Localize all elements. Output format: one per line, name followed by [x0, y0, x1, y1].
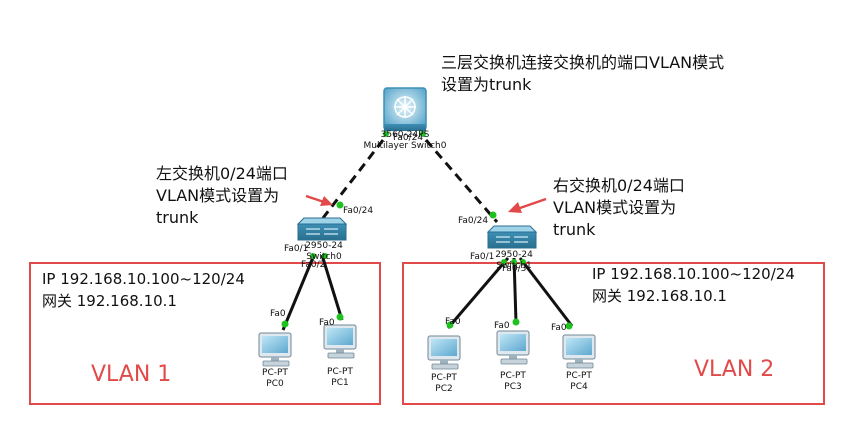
link-pc1[interactable] — [320, 254, 344, 321]
pc1-name: PC1 — [331, 378, 349, 388]
right-switch-model: 2950-24 — [495, 250, 533, 260]
pc0-name: PC0 — [266, 379, 284, 389]
port-pc3-fa0: Fa0 — [494, 321, 510, 331]
pc1-label: PC-PT PC1 — [315, 367, 365, 389]
annotation-right-line-1: 右交换机0/24端口 — [553, 176, 685, 195]
port-right-up: Fa0/24 — [458, 216, 489, 226]
right-switch-icon[interactable] — [486, 225, 538, 249]
pc0-icon[interactable] — [258, 332, 292, 367]
vlan1-gateway: 网关 192.168.10.1 — [42, 292, 177, 310]
left-switch-name: Switch0 — [306, 252, 342, 262]
multilayer-switch-name: Multilayer Switch0 — [363, 141, 447, 151]
vlan2-ip: IP 192.168.10.100~120/24 — [592, 265, 795, 283]
annotation-left-line-1: 左交换机0/24端口 — [156, 164, 288, 183]
vlan1-ip: IP 192.168.10.100~120/24 — [42, 270, 245, 288]
port-left-sw-fa0-2: Fa0/2 — [301, 260, 326, 270]
pc4-type: PC-PT — [566, 371, 592, 381]
pc4-name: PC4 — [570, 382, 588, 392]
link-pc4[interactable] — [518, 257, 574, 327]
port-right-sw-fa0-1: Fa0/1 — [470, 252, 495, 262]
pc3-icon[interactable] — [496, 330, 530, 365]
vlan1-addressing: IP 192.168.10.100~120/24 网关 192.168.10.1 — [42, 268, 245, 312]
pc2-type: PC-PT — [431, 373, 457, 383]
pc2-label: PC-PT PC2 — [419, 373, 469, 395]
pc1-icon[interactable] — [323, 324, 357, 359]
left-switch-model: 2950-24 — [305, 241, 343, 251]
link-pc0[interactable] — [281, 254, 316, 331]
annotation-core-line-2: 设置为trunk — [441, 75, 532, 94]
right-switch-label: 2950-24 Switch1 — [474, 250, 554, 272]
pc4-icon[interactable] — [562, 334, 596, 369]
annotation-right-line-2: VLAN模式设置为 — [553, 198, 677, 217]
pc3-type: PC-PT — [500, 371, 526, 381]
pc2-icon[interactable] — [427, 335, 461, 370]
pc0-label: PC-PT PC0 — [250, 368, 300, 390]
pc2-name: PC2 — [435, 384, 453, 394]
pc0-type: PC-PT — [262, 368, 288, 378]
vlan2-label: VLAN 2 — [694, 357, 775, 382]
link-status-dots — [281, 131, 573, 330]
pc4-label: PC-PT PC4 — [554, 371, 604, 393]
vlan2-addressing: IP 192.168.10.100~120/24 网关 192.168.10.1 — [592, 263, 795, 307]
annotation-left: 左交换机0/24端口 VLAN模式设置为 trunk — [156, 163, 288, 229]
port-pc2-fa0: Fa0 — [445, 317, 461, 327]
arrow-left-annotation — [305, 194, 333, 206]
port-left-sw-fa0-1: Fa0/1 — [284, 244, 309, 254]
vlan1-label: VLAN 1 — [91, 362, 172, 387]
arrow-right-annotation — [508, 197, 547, 213]
pc3-label: PC-PT PC3 — [488, 371, 538, 393]
multilayer-switch-model: 3560-24PS — [380, 130, 430, 140]
left-switch-label: 2950-24 Switch0 — [284, 241, 364, 263]
pc1-type: PC-PT — [327, 367, 353, 377]
link-pc2[interactable] — [446, 257, 510, 329]
port-right-sw-fa0-3: Fa0/3 — [502, 264, 527, 274]
annotation-left-line-2: VLAN模式设置为 — [156, 186, 280, 205]
port-pc1-fa0: Fa0 — [319, 318, 335, 328]
link-pc3[interactable] — [512, 257, 518, 323]
port-left-up: Fa0/24 — [343, 206, 374, 216]
port-pc0-fa0: Fa0 — [270, 309, 286, 319]
trunk-link-right[interactable] — [424, 139, 499, 223]
annotation-right: 右交换机0/24端口 VLAN模式设置为 trunk — [553, 175, 685, 241]
vlan1-box — [29, 262, 381, 405]
annotation-core-line-1: 三层交换机连接交换机的端口VLAN模式 — [441, 53, 725, 72]
multilayer-switch-label: 3560-24PS Multilayer Switch0 — [345, 130, 465, 152]
annotation-left-line-3: trunk — [156, 208, 199, 227]
annotation-right-line-3: trunk — [553, 220, 596, 239]
port-pc4-fa0: Fa0 — [551, 323, 567, 333]
port-ml-down: Fa0/24 — [393, 133, 424, 143]
vlan2-gateway: 网关 192.168.10.1 — [592, 287, 727, 305]
pc3-name: PC3 — [504, 382, 522, 392]
annotation-core: 三层交换机连接交换机的端口VLAN模式 设置为trunk — [441, 52, 724, 96]
left-switch-icon[interactable] — [296, 217, 348, 241]
right-switch-name: Switch1 — [496, 261, 532, 271]
multilayer-switch-icon[interactable] — [383, 87, 427, 131]
vlan2-box — [402, 262, 825, 405]
